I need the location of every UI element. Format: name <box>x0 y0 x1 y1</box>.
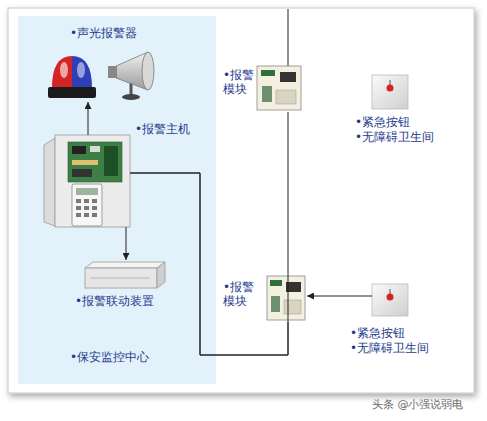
audible-visual-alarm: •声光报警器 <box>40 26 165 102</box>
bus-connector <box>130 173 288 355</box>
device-panel-line <box>90 278 150 279</box>
alarm-module-symbol <box>257 66 301 110</box>
emergency-button-symbol <box>372 284 408 316</box>
button-knob <box>387 294 394 301</box>
alarm-host: •报警主机 <box>55 135 130 227</box>
strobe-red-half <box>52 56 72 88</box>
node-label: •报警联动装置 <box>75 294 154 308</box>
horn-mouth <box>142 52 154 90</box>
keypad <box>72 184 102 226</box>
device-top <box>85 262 165 268</box>
device-side <box>157 262 165 288</box>
strobe-blue-half <box>72 56 92 88</box>
module-terminal <box>270 280 282 286</box>
alarm-module: •报警模块 <box>255 64 303 112</box>
module-terminal <box>261 70 275 76</box>
horn-stand <box>130 78 133 96</box>
linkage-device-symbol <box>85 262 165 288</box>
node-label: •报警模块 <box>223 280 257 308</box>
module-chip <box>286 282 301 292</box>
board-part <box>90 146 100 152</box>
node-label: •声光报警器 <box>70 26 137 40</box>
button-cord <box>390 289 391 294</box>
strobe-highlight <box>77 62 85 78</box>
horn-speaker-symbol <box>108 52 154 100</box>
device-front <box>85 268 157 288</box>
module-board <box>257 66 301 110</box>
node-label: •无障碍卫生间 <box>350 341 429 355</box>
emergency-button: •紧急按钮•无障碍卫生间 <box>372 284 408 316</box>
horn-body <box>116 52 148 90</box>
node-label: •紧急按钮 <box>350 326 405 340</box>
board-terminal <box>104 146 118 176</box>
host-door <box>44 138 55 226</box>
arrow-connector <box>88 102 89 135</box>
node-label: •无障碍卫生间 <box>355 130 434 144</box>
horn-foot <box>122 94 140 100</box>
host-cabinet <box>55 135 130 227</box>
bus-connector <box>130 112 288 355</box>
alarm-host-symbol <box>44 135 130 227</box>
watermark: 头条 @小强说弱电 <box>372 398 464 411</box>
emergency-button: •紧急按钮•无障碍卫生间 <box>372 75 408 109</box>
monitoring-center-band: •保安监控中心 •声光报警器 •报警主机 •报警联动装置 <box>18 16 216 384</box>
bus-wire <box>288 9 289 66</box>
module-chip <box>280 72 296 82</box>
button-cord <box>390 80 391 85</box>
alarm-linkage-device: •报警联动装置 <box>72 260 172 310</box>
panel-frame <box>8 8 474 393</box>
module-board <box>267 276 305 320</box>
node-label: •紧急按钮 <box>355 115 410 129</box>
board-chip <box>72 146 86 154</box>
module-part <box>276 90 296 104</box>
horn-driver <box>108 66 117 78</box>
strobe-base <box>48 87 96 98</box>
node-label: •报警模块 <box>223 68 257 96</box>
emergency-button-symbol <box>372 75 408 109</box>
alarm-module: •报警模块 <box>265 274 307 322</box>
module-part <box>262 86 272 102</box>
button-knob <box>387 85 394 92</box>
strobe-light-symbol <box>48 56 96 98</box>
keypad-display <box>76 188 98 195</box>
keypad-keys <box>76 199 97 217</box>
node-label: •保安监控中心 <box>70 350 149 364</box>
node-label: •报警主机 <box>135 122 190 136</box>
button-plate <box>372 75 408 109</box>
board-part <box>72 160 98 165</box>
arrow-connector <box>307 296 372 297</box>
arrow-connector <box>126 227 127 260</box>
module-part <box>284 300 301 314</box>
alarm-module-symbol <box>267 276 305 320</box>
board-chip <box>72 169 92 177</box>
button-plate <box>372 284 408 316</box>
strobe-highlight <box>60 62 68 78</box>
host-board <box>68 142 122 182</box>
module-part <box>271 296 280 312</box>
